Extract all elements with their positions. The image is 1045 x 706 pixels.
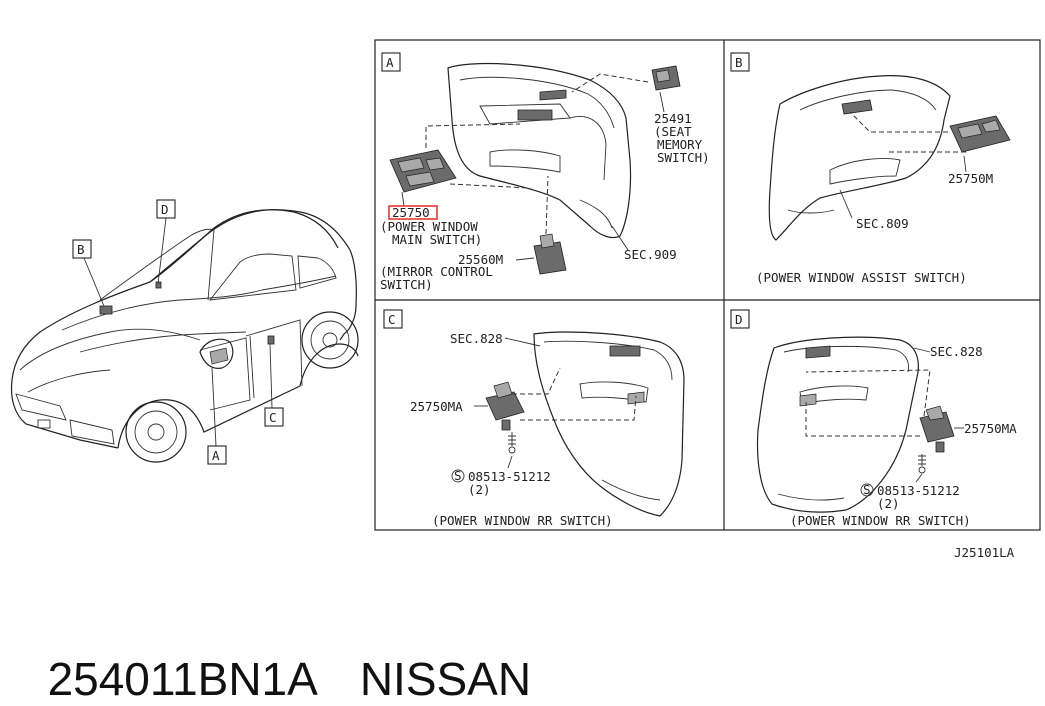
- seat-memory-switch: [651, 65, 681, 91]
- highlight-box: [388, 205, 438, 220]
- panel-c-screw-no: 08513-51212: [468, 469, 551, 484]
- diagram-code: J25101LA: [954, 545, 1015, 560]
- panel-b-letter: B: [735, 55, 743, 70]
- mirror-control-switch: [533, 233, 567, 275]
- mirror-switch-desc-2: SWITCH): [380, 277, 433, 292]
- panel-a: A 25491 (SEAT MEMORY SWITCH) 2: [380, 52, 710, 292]
- panel-a-sec-ref: SEC.909: [624, 247, 677, 262]
- svg-text:D: D: [161, 202, 169, 217]
- mirror-switch-part-no: 25560M: [458, 252, 503, 267]
- screw-symbol-d: S: [860, 482, 874, 497]
- panel-a-letter-box: [381, 52, 401, 72]
- seat-memory-desc-3: SWITCH): [657, 150, 710, 165]
- parts-diagram: D B C A A 25491 (: [10, 39, 1041, 560]
- car-illustration: [10, 209, 359, 463]
- panel-d-letter: D: [735, 312, 743, 327]
- mirror-switch-desc-1: (MIRROR CONTROL: [380, 264, 493, 279]
- panel-b-caption: (POWER WINDOW ASSIST SWITCH): [756, 270, 967, 285]
- panel-b: B 25750M SEC.809 (POWER WINDOW ASSIST SW…: [730, 52, 1011, 285]
- main-switch-part-no: 25750: [392, 205, 430, 220]
- screw-d: [918, 454, 926, 474]
- panel-c: C SEC.828 25750MA S 08513-51212 (2): [383, 309, 685, 528]
- seat-memory-part-no: 25491: [654, 111, 692, 126]
- svg-text:S: S: [454, 468, 462, 483]
- panel-a-letter: A: [386, 55, 394, 70]
- assist-switch-part-no: 25750M: [948, 171, 993, 186]
- car-callout-b: B: [72, 239, 92, 259]
- panel-d-screw-no: 08513-51212: [877, 483, 960, 498]
- brand-name: NISSAN: [359, 653, 532, 705]
- car-callout-a: A: [207, 445, 227, 465]
- panel-d-screw-qty: (2): [877, 496, 900, 511]
- panel-c-sec-ref: SEC.828: [450, 331, 503, 346]
- rr-switch-d: [919, 405, 955, 453]
- rr-switch-c: [485, 381, 525, 431]
- panel-d-part-no: 25750MA: [964, 421, 1017, 436]
- part-number: 254011BN1A: [47, 653, 318, 705]
- panel-c-letter: C: [388, 312, 396, 327]
- panel-c-screw-qty: (2): [468, 482, 491, 497]
- car-callout-d: D: [156, 199, 176, 219]
- main-switch-desc-2: MAIN SWITCH): [392, 232, 482, 247]
- panel-b-sec-ref: SEC.809: [856, 216, 909, 231]
- panel-grid: [374, 39, 1041, 531]
- panel-d: D SEC.828 25750MA S 08513-51212 (2) (PO: [730, 309, 1017, 528]
- power-window-assist-switch: [949, 115, 1011, 153]
- screw-symbol-c: S: [451, 468, 465, 483]
- svg-text:S: S: [863, 482, 871, 497]
- seat-memory-desc-2: MEMORY: [657, 137, 703, 152]
- panel-d-caption: (POWER WINDOW RR SWITCH): [790, 513, 971, 528]
- seat-memory-desc-1: (SEAT: [654, 124, 692, 139]
- svg-text:C: C: [269, 410, 277, 425]
- power-window-main-switch: [389, 149, 457, 193]
- main-switch-desc-1: (POWER WINDOW: [380, 219, 478, 234]
- caption: 254011BN1A NISSAN: [22, 598, 532, 706]
- panel-c-part-no: 25750MA: [410, 399, 463, 414]
- screw-c: [508, 432, 516, 454]
- car-callout-c: C: [264, 407, 284, 427]
- panel-c-caption: (POWER WINDOW RR SWITCH): [432, 513, 613, 528]
- panel-d-sec-ref: SEC.828: [930, 344, 983, 359]
- svg-text:A: A: [212, 448, 220, 463]
- svg-text:B: B: [77, 242, 85, 257]
